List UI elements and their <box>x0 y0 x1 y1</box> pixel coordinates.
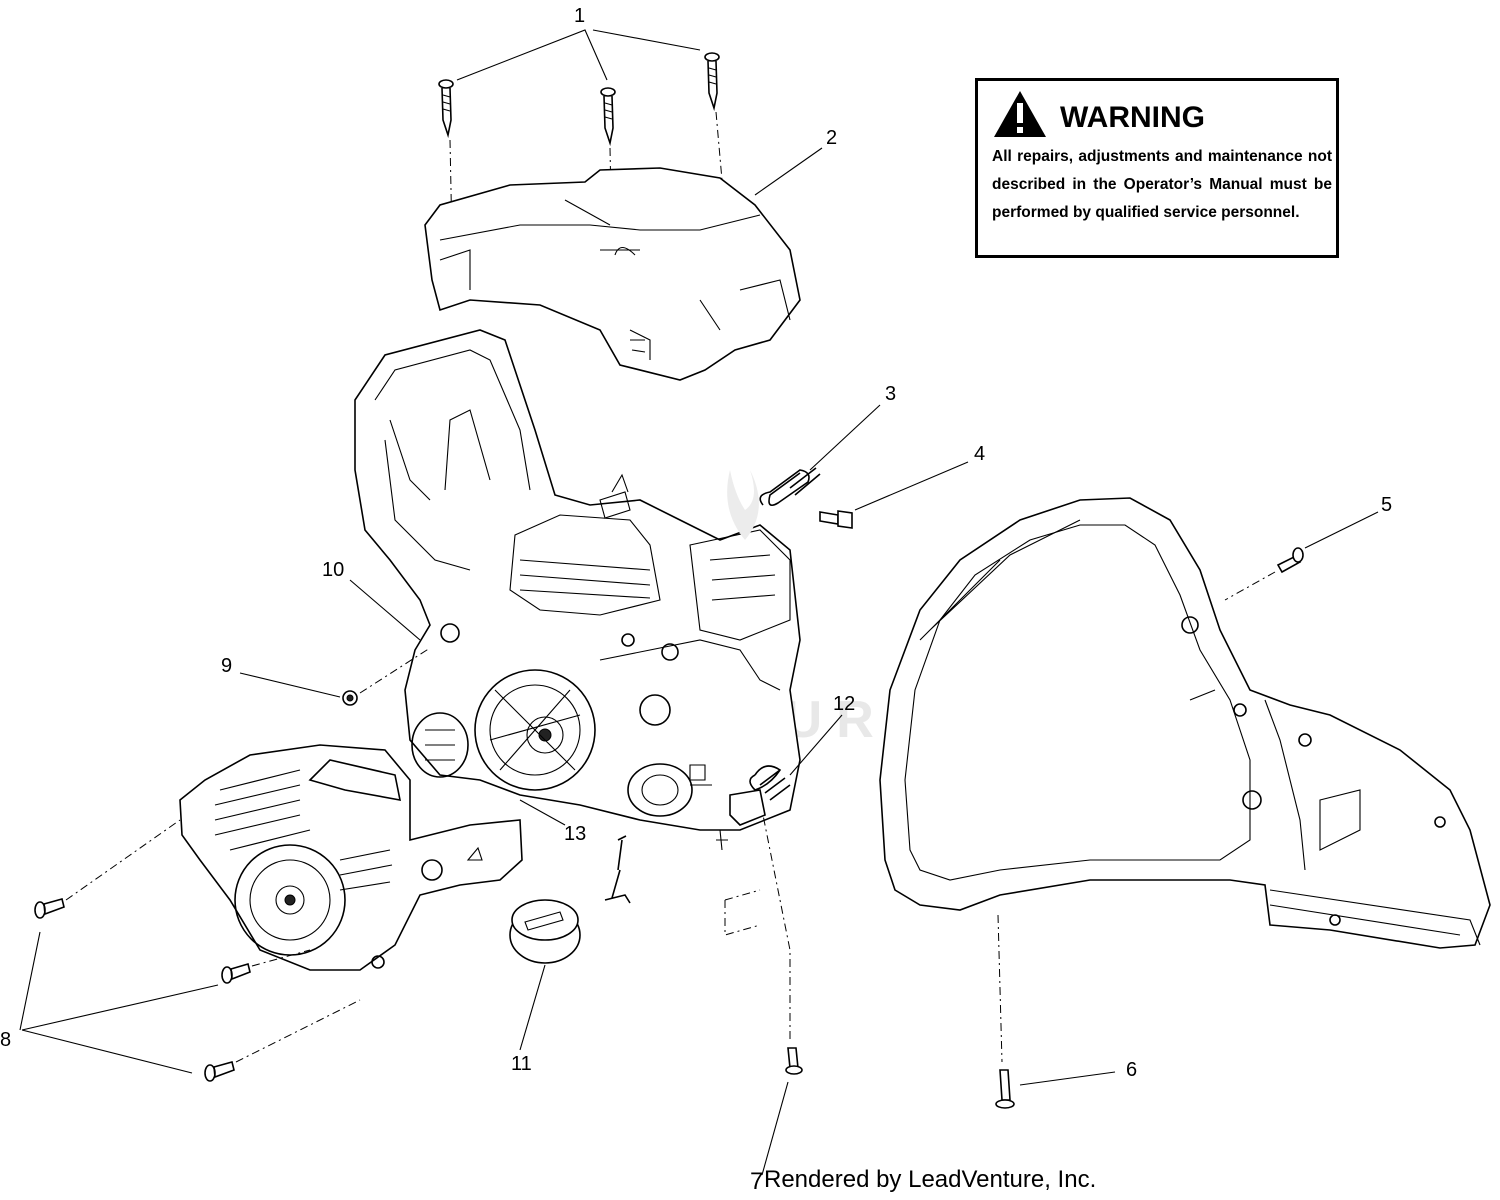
callout-3: 3 <box>885 383 897 405</box>
callout-8: 8 <box>0 1029 12 1051</box>
warning-title: WARNING <box>1060 101 1205 134</box>
screw-8b[interactable] <box>221 962 251 984</box>
footer-credit: Rendered by LeadVenture, Inc. <box>764 1166 1097 1193</box>
callout-1: 1 <box>574 5 586 27</box>
fuel-cap[interactable] <box>509 835 631 964</box>
screw-1b[interactable] <box>600 87 616 147</box>
pin-5[interactable] <box>1276 547 1304 574</box>
damper-spring[interactable] <box>729 765 791 826</box>
warning-text: All repairs, adjustments and maintenance… <box>992 148 1332 221</box>
screw-1a[interactable] <box>438 79 454 139</box>
callout-13: 13 <box>564 823 587 845</box>
spring[interactable] <box>759 467 821 506</box>
screw-8a[interactable] <box>34 898 65 919</box>
callout-11: 11 <box>511 1053 532 1075</box>
warning-triangle-icon <box>994 91 1046 137</box>
top-cover[interactable] <box>424 167 801 381</box>
screw-8c[interactable] <box>204 1061 235 1082</box>
engine-housing[interactable] <box>354 329 801 851</box>
warning-box: WARNING All repairs, adjustments and mai… <box>975 78 1339 258</box>
callout-5: 5 <box>1381 494 1393 516</box>
callout-6: 6 <box>1126 1059 1138 1081</box>
bolt-9[interactable] <box>342 690 358 706</box>
callout-10: 10 <box>322 559 345 581</box>
screw-1c[interactable] <box>704 52 720 112</box>
front-handle[interactable] <box>879 497 1491 949</box>
bolt-4[interactable] <box>819 510 853 529</box>
callout-4: 4 <box>974 443 986 465</box>
callout-9: 9 <box>221 655 233 677</box>
screw-7[interactable] <box>785 1047 803 1075</box>
callout-2: 2 <box>826 127 838 149</box>
callout-12: 12 <box>833 693 856 715</box>
pin-6[interactable] <box>995 1069 1015 1109</box>
callout-7: 7 <box>750 1168 764 1195</box>
starter-housing[interactable] <box>179 744 523 971</box>
